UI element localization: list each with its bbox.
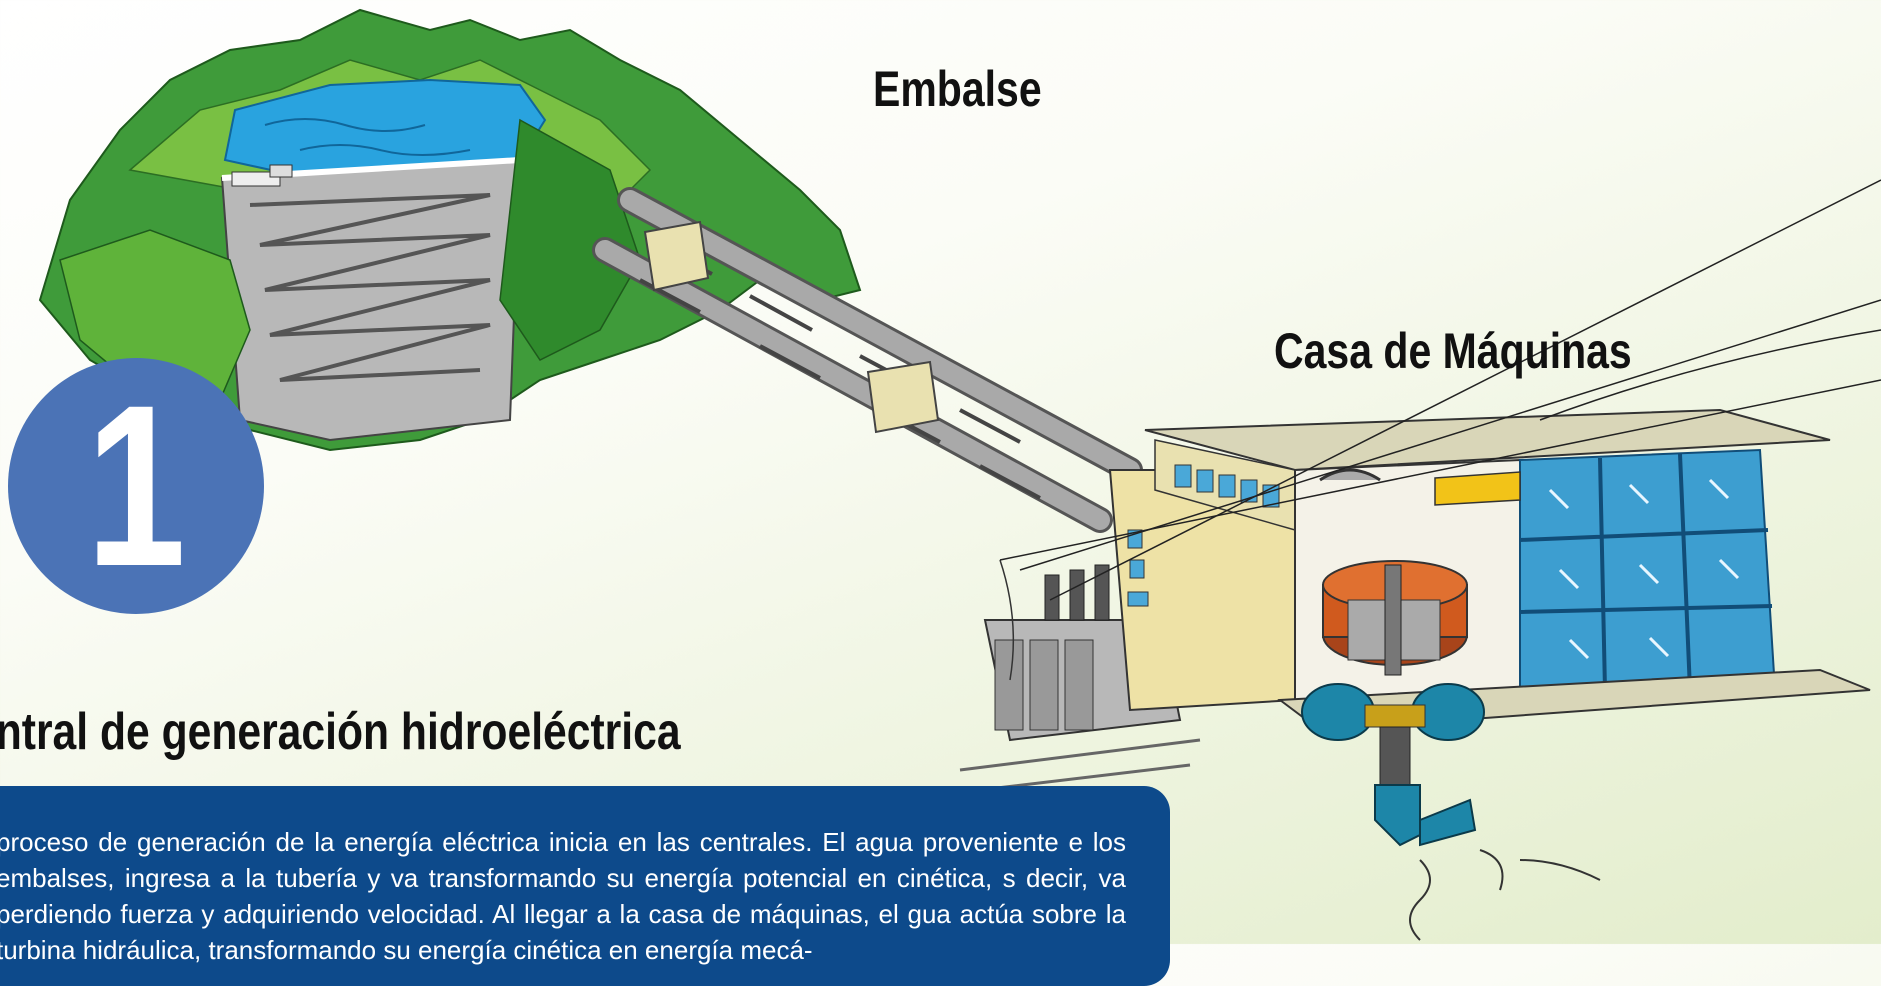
generator-illustration	[1322, 560, 1468, 676]
reservoir-label: Embalse	[873, 61, 1042, 117]
reservoir-illustration	[38, 8, 862, 452]
step-number-badge: 1	[8, 358, 264, 614]
step-number: 1	[86, 357, 186, 614]
description-panel: proceso de generación de la energía eléc…	[0, 786, 1170, 986]
description-text: proceso de generación de la energía eléc…	[0, 827, 1126, 965]
hydroelectric-illustration	[38, 8, 1881, 941]
turbine-illustration	[1301, 683, 1601, 941]
powerhouse-label: Casa de Máquinas	[1274, 323, 1632, 379]
powerhouse-illustration	[1108, 408, 1871, 732]
page-title: entral de generación hidroeléctrica	[0, 703, 681, 761]
penstock-pipes	[592, 187, 1143, 533]
